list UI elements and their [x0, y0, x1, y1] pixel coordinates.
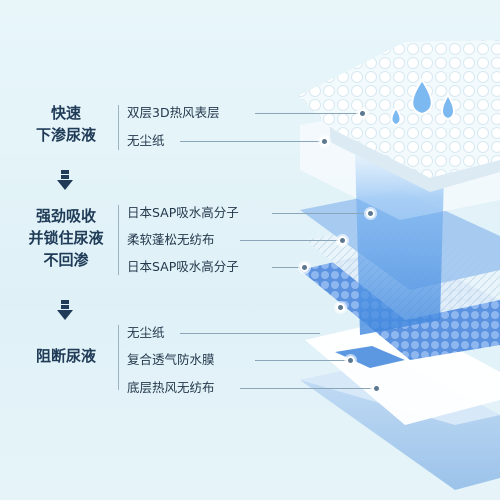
- feature-block-urine: 阻断尿液: [18, 345, 114, 367]
- layer-label: 日本SAP吸水高分子: [127, 205, 239, 220]
- layer-label: 复合透气防水膜: [127, 352, 215, 367]
- leader-line: [180, 333, 320, 334]
- layer-label: 无尘纸: [127, 325, 165, 340]
- water-drops-icon: [390, 78, 455, 127]
- layer-label: 底层热风无纺布: [127, 380, 215, 395]
- layer-marker: [338, 236, 347, 245]
- layer-label: 日本SAP吸水高分子: [127, 259, 239, 274]
- layer-marker: [300, 263, 309, 272]
- layer-marker: [346, 356, 355, 365]
- group-divider: [118, 205, 119, 275]
- leader-line: [240, 388, 374, 389]
- layer-label: 柔软蓬松无纺布: [127, 232, 215, 247]
- layer-marker: [358, 109, 367, 118]
- feature-line: 下渗尿液: [35, 126, 96, 144]
- leader-line: [255, 360, 348, 361]
- top-layer-shape: [298, 40, 500, 192]
- layer-label: 无尘纸: [127, 133, 165, 148]
- feature-line: 并锁住尿液: [28, 229, 104, 247]
- film-layer-shape: [305, 318, 500, 425]
- absorption-beam: [355, 140, 445, 335]
- leader-line: [180, 141, 322, 142]
- layer-label: 双层3D热风表层: [127, 105, 220, 120]
- layer-marker: [336, 303, 345, 312]
- leader-line: [240, 240, 340, 241]
- down-arrow-icon: [57, 170, 73, 190]
- feature-line: 阻断尿液: [35, 347, 96, 365]
- layer-marker: [366, 209, 375, 218]
- feature-line: 强劲吸收: [35, 207, 96, 225]
- feature-fast-absorb: 快速 下渗尿液: [18, 102, 114, 146]
- feature-strong-lock: 强劲吸收 并锁住尿液 不回渗: [18, 205, 114, 271]
- layer-marker: [372, 384, 381, 393]
- feature-line: 快速: [50, 104, 81, 122]
- leader-line: [272, 213, 368, 214]
- down-arrow-icon: [57, 300, 73, 320]
- feature-line: 不回渗: [43, 251, 89, 269]
- group-divider: [118, 325, 119, 390]
- leader-line: [272, 267, 302, 268]
- leader-line: [255, 113, 360, 114]
- layer-marker: [320, 137, 329, 146]
- group-divider: [118, 105, 119, 150]
